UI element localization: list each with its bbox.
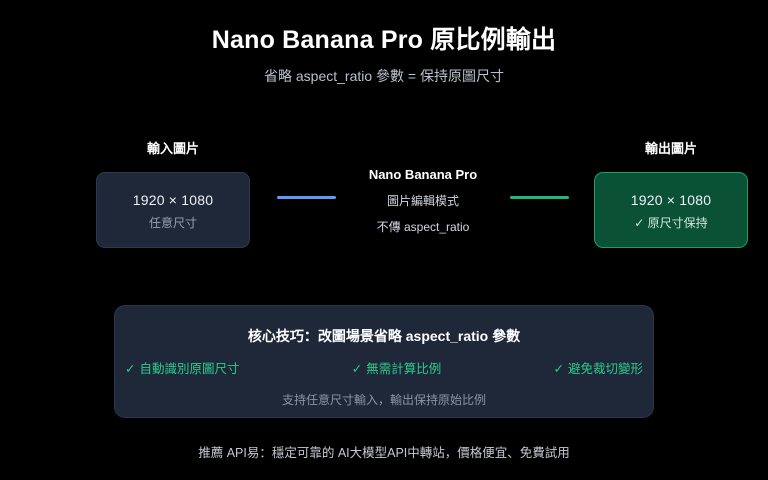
page-subtitle: 省略 aspect_ratio 參數 = 保持原圖尺寸	[263, 68, 504, 84]
model-stage: Nano Banana Pro 圖片編輯模式 不傳 aspect_ratio	[344, 166, 502, 236]
core-tip-note: 支持任意尺寸輸入，輸出保持原始比例	[281, 393, 486, 407]
core-tip-item-label: 避免裁切變形	[567, 362, 643, 376]
core-tip-item: ✓自動識別原圖尺寸	[125, 361, 240, 378]
core-tip-item: ✓避免裁切變形	[554, 361, 644, 378]
core-tip-item-label: 無需計算比例	[366, 362, 442, 376]
footer-recommendation: 推薦 API易：穩定可靠的 AI大模型API中轉站，價格便宜、免費試用	[198, 446, 570, 460]
core-tip-item: ✓無需計算比例	[352, 361, 442, 378]
input-dimension-value: 1920 × 1080	[132, 191, 214, 208]
input-column-label: 輸入圖片	[146, 141, 199, 156]
check-icon: ✓	[351, 362, 363, 376]
model-mode: 圖片編輯模式	[386, 194, 459, 208]
page-header: Nano Banana Pro 原比例輸出 省略 aspect_ratio 參數…	[0, 24, 768, 86]
check-icon: ✓	[553, 362, 564, 376]
core-tip-item-label: 自動識別原圖尺寸	[139, 362, 240, 376]
output-dimension-note: ✓ 原尺寸保持	[634, 215, 708, 230]
model-name: Nano Banana Pro	[368, 167, 478, 182]
model-param-note: 不傳 aspect_ratio	[376, 220, 470, 234]
connector-model-to-output	[510, 196, 569, 199]
connector-input-to-model	[277, 196, 336, 199]
core-tip-title: 核心技巧：改圖場景省略 aspect_ratio 參數	[247, 328, 521, 344]
core-tip-item-list: ✓自動識別原圖尺寸 ✓無需計算比例 ✓避免裁切變形	[115, 361, 653, 378]
output-dimension-value: 1920 × 1080	[630, 191, 712, 208]
output-image-card: 1920 × 1080 ✓ 原尺寸保持	[594, 172, 748, 248]
input-dimension-note: 任意尺寸	[148, 215, 197, 230]
output-column-label: 輸出圖片	[644, 141, 697, 156]
check-icon: ✓	[125, 362, 136, 376]
page-title: Nano Banana Pro 原比例輸出	[211, 26, 557, 54]
input-image-card: 1920 × 1080 任意尺寸	[96, 172, 250, 248]
core-tip-panel: 核心技巧：改圖場景省略 aspect_ratio 參數 ✓自動識別原圖尺寸 ✓無…	[114, 305, 654, 418]
flow-diagram: 輸入圖片 1920 × 1080 任意尺寸 Nano Banana Pro 圖片…	[0, 140, 768, 260]
